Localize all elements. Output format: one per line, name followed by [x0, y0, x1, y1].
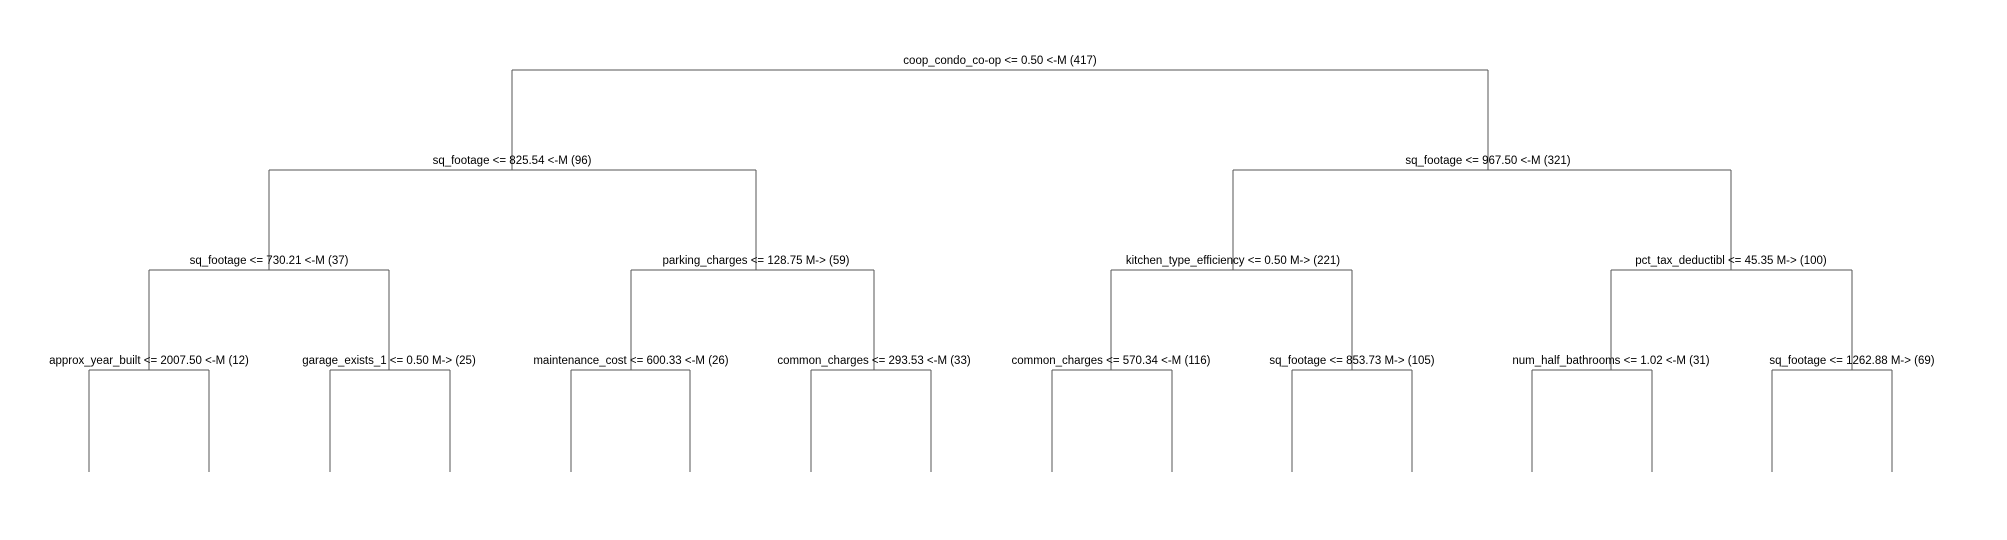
node-label-n2: sq_footage <= 967.50 <-M (321): [1405, 155, 1570, 167]
tree-labels: coop_condo_co-op <= 0.50 <-M (417) sq_foo…: [49, 55, 1935, 367]
node-label-n6: pct_tax_deductibl <= 45.35 M-> (100): [1635, 255, 1827, 267]
node-label-n5: kitchen_type_efficiency <= 0.50 M-> (221…: [1126, 255, 1340, 267]
node-label-n11: common_charges <= 570.34 <-M (116): [1012, 355, 1211, 367]
node-label-n7: approx_year_built <= 2007.50 <-M (12): [49, 355, 249, 367]
node-label-n10: common_charges <= 293.53 <-M (33): [777, 355, 971, 367]
node-label-n8: garage_exists_1 <= 0.50 M-> (25): [302, 355, 476, 367]
node-label-n1: sq_footage <= 825.54 <-M (96): [433, 155, 592, 167]
node-label-n13: num_half_bathrooms <= 1.02 <-M (31): [1512, 355, 1709, 367]
node-label-n9: maintenance_cost <= 600.33 <-M (26): [533, 355, 728, 367]
tree-edges: [88, 69, 1893, 472]
node-label-n12: sq_footage <= 853.73 M-> (105): [1269, 355, 1434, 367]
node-label-n3: sq_footage <= 730.21 <-M (37): [190, 255, 349, 267]
node-label-n4: parking_charges <= 128.75 M-> (59): [663, 255, 850, 267]
node-label-n14: sq_footage <= 1262.88 M-> (69): [1769, 355, 1934, 367]
node-label-n0: coop_condo_co-op <= 0.50 <-M (417): [903, 55, 1097, 67]
